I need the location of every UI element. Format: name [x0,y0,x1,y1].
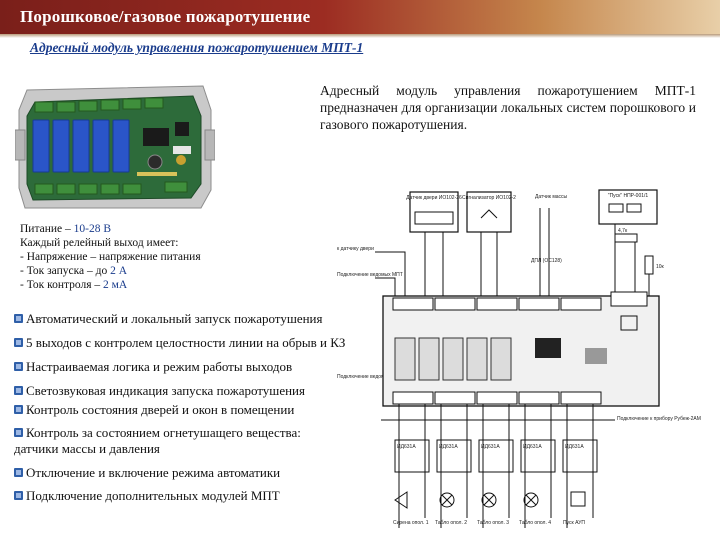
slide-header: Порошковое/газовое пожаротушение [0,0,720,34]
power-specs: Питание – 10-28 В Каждый релейный выход … [20,222,201,292]
output-1-label: Сирена опол. 1 [393,520,429,526]
module-description: Адресный модуль управления пожаротушение… [320,83,696,132]
feature-item-continued: датчики массы и давления [14,441,160,456]
module-photo [15,80,215,212]
header-shadow [0,34,720,38]
power-value: 10-28 В [73,223,112,235]
feature-item: Светозвуковая индикация запуска пожароту… [14,383,305,399]
start-button-label: "Пуск" НПР-001/1 [608,193,649,199]
feature-item: Контроль за состоянием огнетушащего веще… [14,425,301,441]
bullet-icon [14,491,23,500]
slide-title: Порошковое/газовое пожаротушение [20,7,311,26]
signal-sensor-label: Сигнализатор ИО102-2 [462,195,516,201]
door-sensor-2-label: к датчику двери [337,246,374,252]
output-3-label: Табло опол. 3 [477,520,509,526]
feature-item: Настраиваемая логика и режим работы выхо… [14,359,292,375]
ks-label-2: ИД631А [439,444,458,450]
start-current-label: - Ток запуска – до [20,265,111,277]
relay-output-heading: Каждый релейный выход имеет: [20,237,179,249]
feature-item: Подключение дополнительных модулей МПТ [14,488,280,504]
resistor-10k-label: 10к [656,264,665,270]
relay-voltage: - Напряжение – напряжение питания [20,251,201,263]
bullet-icon [14,362,23,371]
ks-label-5: ИД631А [565,444,584,450]
dpl-label: ДПЛ (ОС128) [531,258,562,264]
bullet-icon [14,338,23,347]
wiring-diagram: Датчик двери ИО102-26 Сигнализатор ИО102… [335,188,720,540]
control-current-value: 2 мА [103,279,128,291]
bullet-icon [14,314,23,323]
output-2-label: Табло опол. 2 [435,520,467,526]
output-4-label: Табло опол. 4 [519,520,551,526]
feature-item: Контроль состояния дверей и окон в помещ… [14,402,294,418]
bullet-icon [14,386,23,395]
mass-sensor-label: Датчик массы [535,194,568,200]
connect-mpt-2-label: Подключение ведомых МПТ [337,374,403,380]
ks-label-4: ИД631А [523,444,542,450]
control-current-label: - Ток контроля – [20,279,104,291]
power-label: Питание – [20,223,74,235]
feature-item: 5 выходов с контролем целостности линии … [14,335,345,351]
bullet-icon [14,428,23,437]
rubezh-label: Подключение к прибору Рубеж-2АМ [617,416,701,422]
ks-label-3: ИД631А [481,444,500,450]
start-current-value: 2 А [110,265,128,277]
output-5-label: Пуск АУП [563,520,585,526]
connect-mpt-label: Подключение ведомых МПТ [337,272,403,278]
feature-item: Автоматический и локальный запуск пожаро… [14,311,323,327]
ks-label-1: ИД631А [397,444,416,450]
door-sensor-label: Датчик двери ИО102-26 [406,195,462,201]
bullet-icon [14,405,23,414]
module-subtitle: Адресный модуль управления пожаротушение… [30,40,364,55]
feature-item: Отключение и включение режима автоматики [14,465,280,481]
bullet-icon [14,468,23,477]
resistor-47k-label: 4,7к [618,228,628,234]
